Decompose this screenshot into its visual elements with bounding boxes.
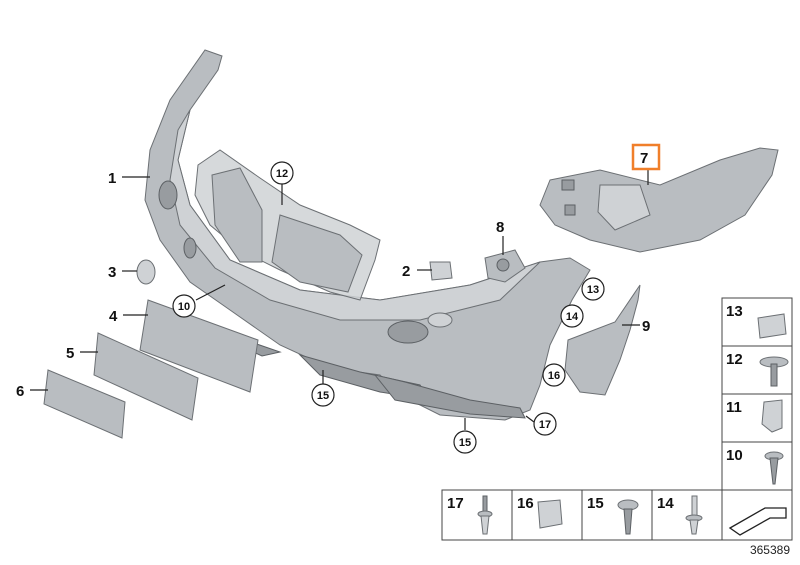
callout-12: 12 — [276, 168, 288, 180]
circled-callouts: 10 12 13 14 15 15 16 17 — [172, 161, 605, 454]
body-screw-icon — [617, 499, 639, 535]
callout-13: 13 — [587, 284, 599, 296]
part-2-cap[interactable] — [429, 261, 453, 281]
callout-14: 14 — [566, 311, 579, 323]
callout-15a: 15 — [317, 390, 329, 402]
side-bracket-9[interactable] — [564, 284, 641, 396]
clip-icon — [757, 313, 787, 339]
legend-17-label: 17 — [447, 495, 464, 512]
license-plate-base-6[interactable] — [43, 369, 126, 439]
legend-10-label: 10 — [726, 447, 743, 464]
license-plate-base-4[interactable] — [139, 299, 259, 393]
legend-14-label: 14 — [657, 495, 674, 512]
callout-2: 2 — [402, 263, 410, 280]
callout-5: 5 — [66, 345, 74, 362]
callout-8: 8 — [496, 219, 504, 236]
legend-12-label: 12 — [726, 351, 743, 368]
legend-right: 13 12 11 10 — [721, 297, 793, 491]
license-plate-base-5[interactable] — [93, 332, 199, 421]
nut-clip-icon — [537, 499, 563, 529]
part-8-sensor-holder[interactable] — [484, 249, 526, 283]
screw-icon — [764, 451, 784, 485]
callout-10: 10 — [178, 301, 190, 313]
bumper-cover[interactable] — [144, 49, 591, 421]
screw-collar-icon — [759, 356, 789, 387]
orientation-arrow-icon — [728, 507, 787, 536]
callout-15b: 15 — [459, 437, 471, 449]
legend-11-label: 11 — [726, 399, 742, 416]
callout-16: 16 — [548, 370, 560, 382]
plastic-rivet-icon — [685, 495, 703, 535]
part-3-cap[interactable] — [136, 259, 156, 285]
legend-13-label: 13 — [726, 303, 743, 320]
diagram-id: 365389 — [750, 543, 790, 557]
callout-4: 4 — [109, 308, 118, 325]
callout-3: 3 — [108, 264, 116, 281]
callout-17: 17 — [539, 419, 551, 431]
expanding-clip-icon — [761, 399, 783, 433]
callout-6: 6 — [16, 383, 24, 400]
callout-7-highlight[interactable] — [631, 143, 661, 171]
support-bracket-7[interactable] — [539, 147, 779, 253]
legend-bottom: 17 16 15 14 — [441, 489, 793, 541]
grille-carrier[interactable] — [194, 149, 381, 301]
legend-15-label: 15 — [587, 495, 604, 512]
callout-7: 7 — [640, 150, 648, 167]
rivet-icon — [477, 495, 493, 535]
callout-1: 1 — [108, 170, 116, 187]
leader-lines — [30, 168, 649, 430]
callout-9: 9 — [642, 318, 650, 335]
legend-16-label: 16 — [517, 495, 534, 512]
